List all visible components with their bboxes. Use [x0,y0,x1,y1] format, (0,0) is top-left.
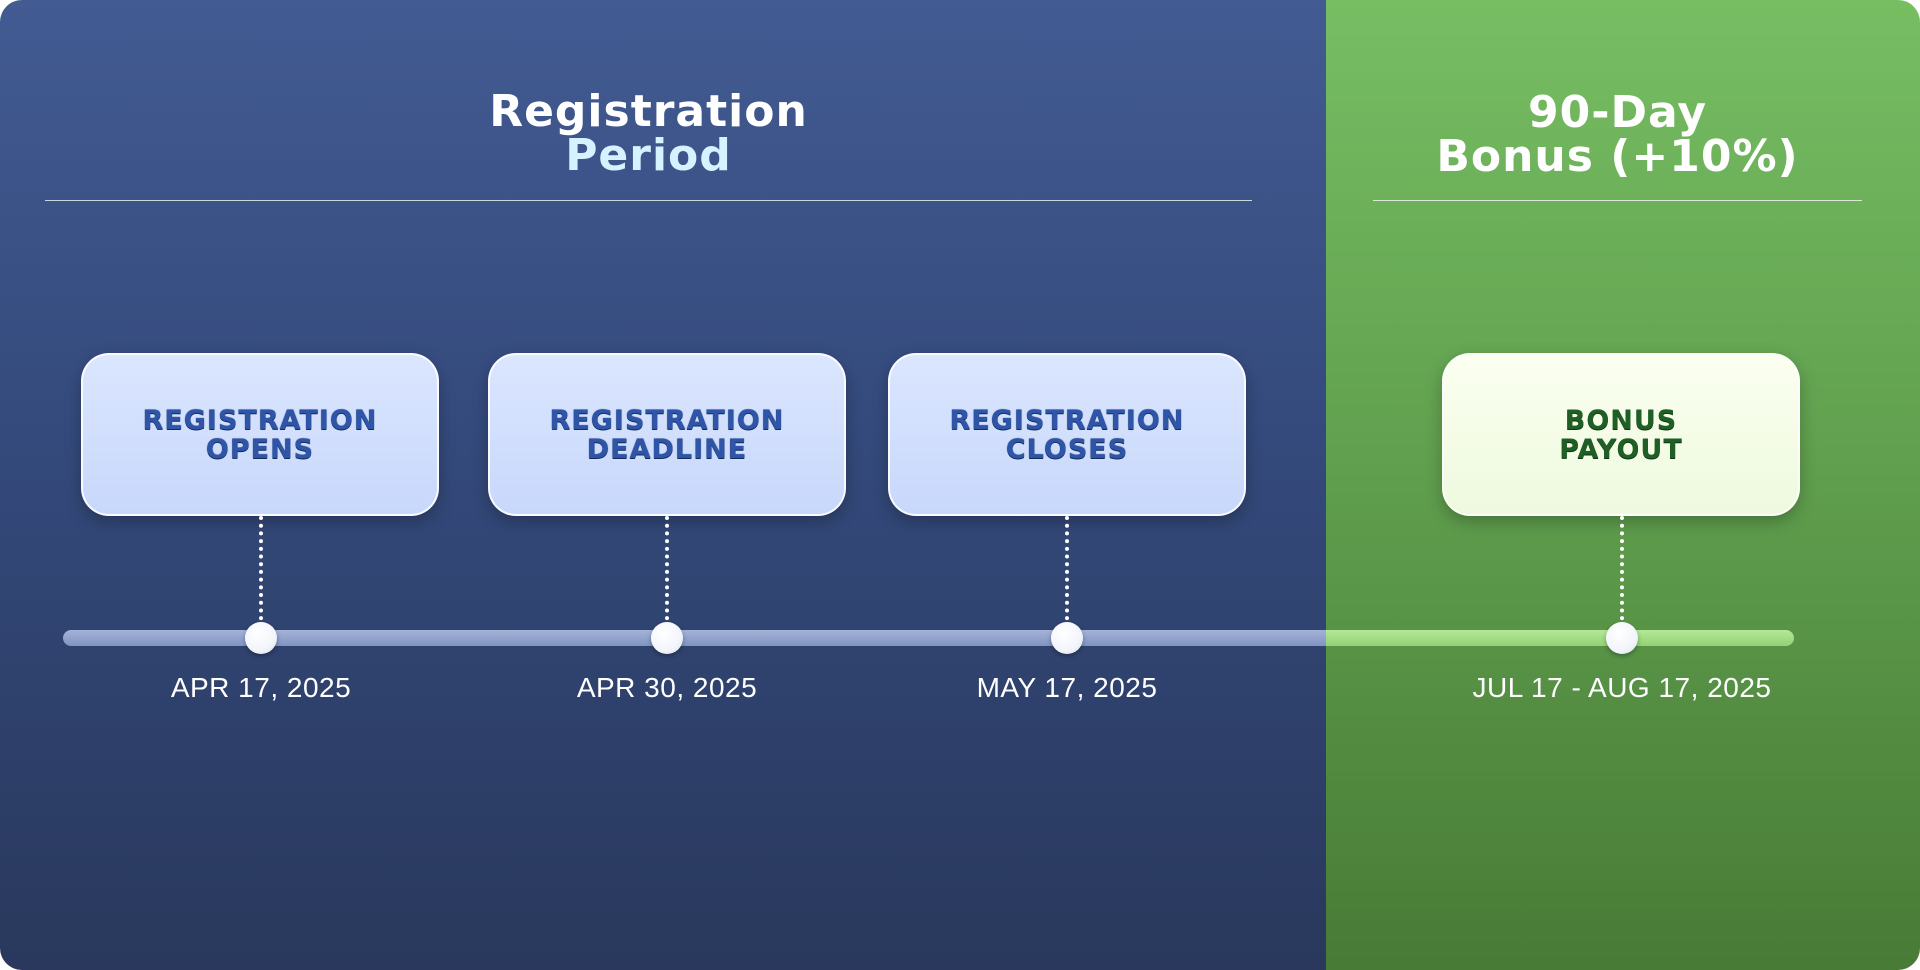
milestone-card-bonus-payout: BONUS PAYOUT [1442,353,1800,516]
milestone-label: REGISTRATION DEADLINE [549,404,785,465]
milestone-date: MAY 17, 2025 [976,672,1158,703]
timeline-track-bonus [1326,630,1794,646]
milestone-connector [1065,516,1069,628]
registration-title-line2: Period [565,130,732,181]
milestone-connector [259,516,263,628]
milestone-card-registration-closes: REGISTRATION CLOSES [888,353,1246,516]
milestone-label: REGISTRATION OPENS [142,404,378,465]
milestone-node [1606,622,1638,654]
milestone-date: APR 17, 2025 [170,672,352,703]
milestone-card-registration-opens: REGISTRATION OPENS [81,353,439,516]
milestone-node [651,622,683,654]
milestone-label: REGISTRATION CLOSES [949,404,1185,465]
milestone-connector [1620,516,1624,628]
bonus-divider [1373,200,1862,201]
milestone-node [1051,622,1083,654]
bonus-title-line1: 90-Day [1527,87,1708,138]
milestone-node [245,622,277,654]
bonus-period-title: 90-Day Bonus (+10%) [1373,91,1862,179]
registration-period-title: Registration Period [45,90,1252,178]
timeline-track-registration [63,630,1326,646]
bonus-title-line2: Bonus (+10%) [1436,131,1799,182]
milestone-connector [665,516,669,628]
milestone-date: APR 30, 2025 [576,672,758,703]
registration-title-line1: Registration [489,86,808,137]
registration-divider [45,200,1252,201]
milestone-date: JUL 17 - AUG 17, 2025 [1472,672,1772,703]
milestone-label: BONUS PAYOUT [1559,404,1683,465]
milestone-card-registration-deadline: REGISTRATION DEADLINE [488,353,846,516]
